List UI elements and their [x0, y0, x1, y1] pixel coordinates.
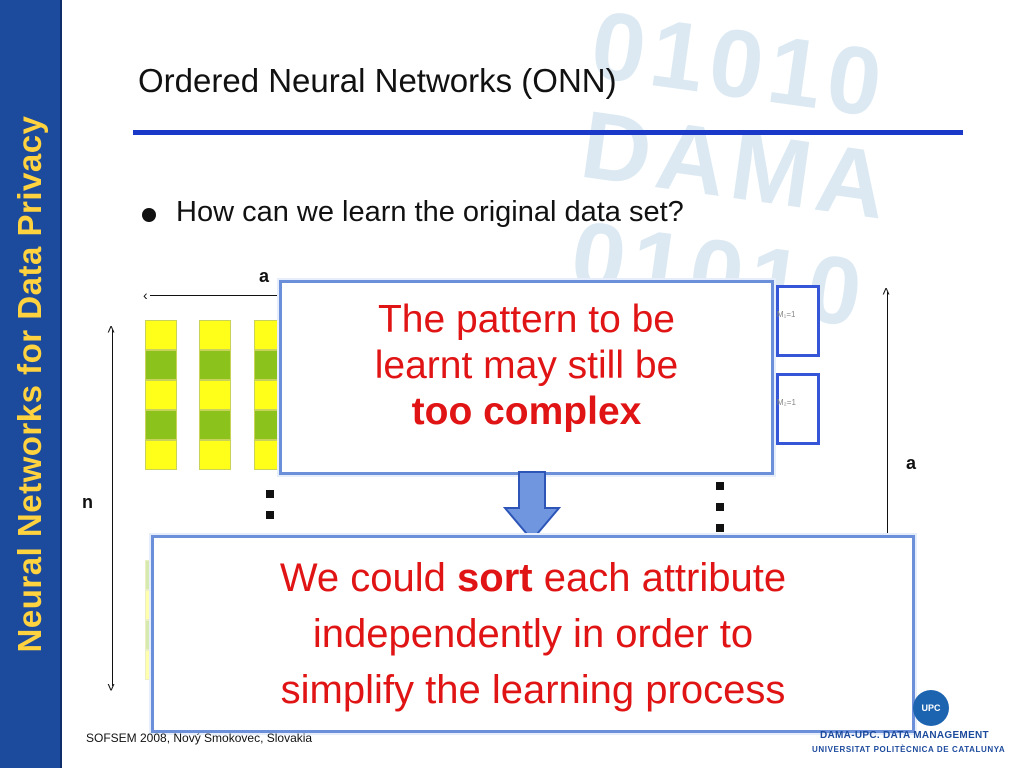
data-column	[199, 320, 231, 470]
upc-logo-icon: UPC	[913, 690, 949, 726]
attribute-axis-arrow	[150, 295, 285, 296]
slide-title: Ordered Neural Networks (ONN)	[138, 62, 617, 99]
record-axis-arrow	[112, 330, 113, 686]
callout-line: We could sort each attribute	[154, 550, 912, 606]
network-block: M₁=1	[776, 285, 820, 357]
record-count-label: n	[82, 492, 93, 512]
callout-line: independently in order to	[312, 612, 754, 656]
continuation-dots	[266, 490, 276, 532]
network-label: M₁=1	[777, 310, 796, 319]
callout-line: simplify the learning process	[280, 668, 786, 712]
callout-emphasis: sort	[457, 556, 533, 600]
footer-conference: SOFSEM 2008, Nový Smokovec, Slovakia	[86, 731, 313, 745]
data-column	[145, 320, 177, 470]
output-axis-arrow	[887, 292, 888, 542]
attribute-count-label: a	[259, 266, 270, 286]
output-count-label: a	[906, 453, 917, 473]
sidebar: Neural Networks for Data Privacy	[0, 0, 62, 768]
callout-emphasis: too complex	[411, 390, 642, 433]
arrow-down-icon: ˅	[107, 679, 116, 695]
sidebar-title: Neural Networks for Data Privacy	[11, 115, 48, 653]
bullet-text: How can we learn the original data set?	[176, 196, 684, 228]
callout-text: We could	[279, 556, 458, 600]
title-underline	[133, 130, 963, 135]
callout-text: each attribute	[532, 556, 787, 600]
bullet-dot	[142, 208, 156, 222]
logo-line-2: UNIVERSITAT POLITÈCNICA DE CATALUNYA	[812, 745, 1006, 754]
network-block: M₂=1	[776, 373, 820, 445]
sort-callout: We could sort each attribute independent…	[151, 535, 915, 733]
network-label: M₂=1	[777, 398, 796, 407]
arrow-up-icon: ˄	[882, 283, 891, 299]
down-arrow-icon	[502, 471, 562, 542]
continuation-dots	[716, 482, 726, 545]
logo-line-1: DAMA-UPC. DATA MANAGEMENT	[820, 730, 989, 741]
callout-line: The pattern to be	[377, 298, 676, 341]
complexity-callout: The pattern to be learnt may still be to…	[279, 280, 774, 475]
arrow-left-icon: ‹	[143, 287, 148, 303]
callout-line: learnt may still be	[374, 344, 679, 387]
arrow-up-icon: ˄	[107, 321, 116, 337]
